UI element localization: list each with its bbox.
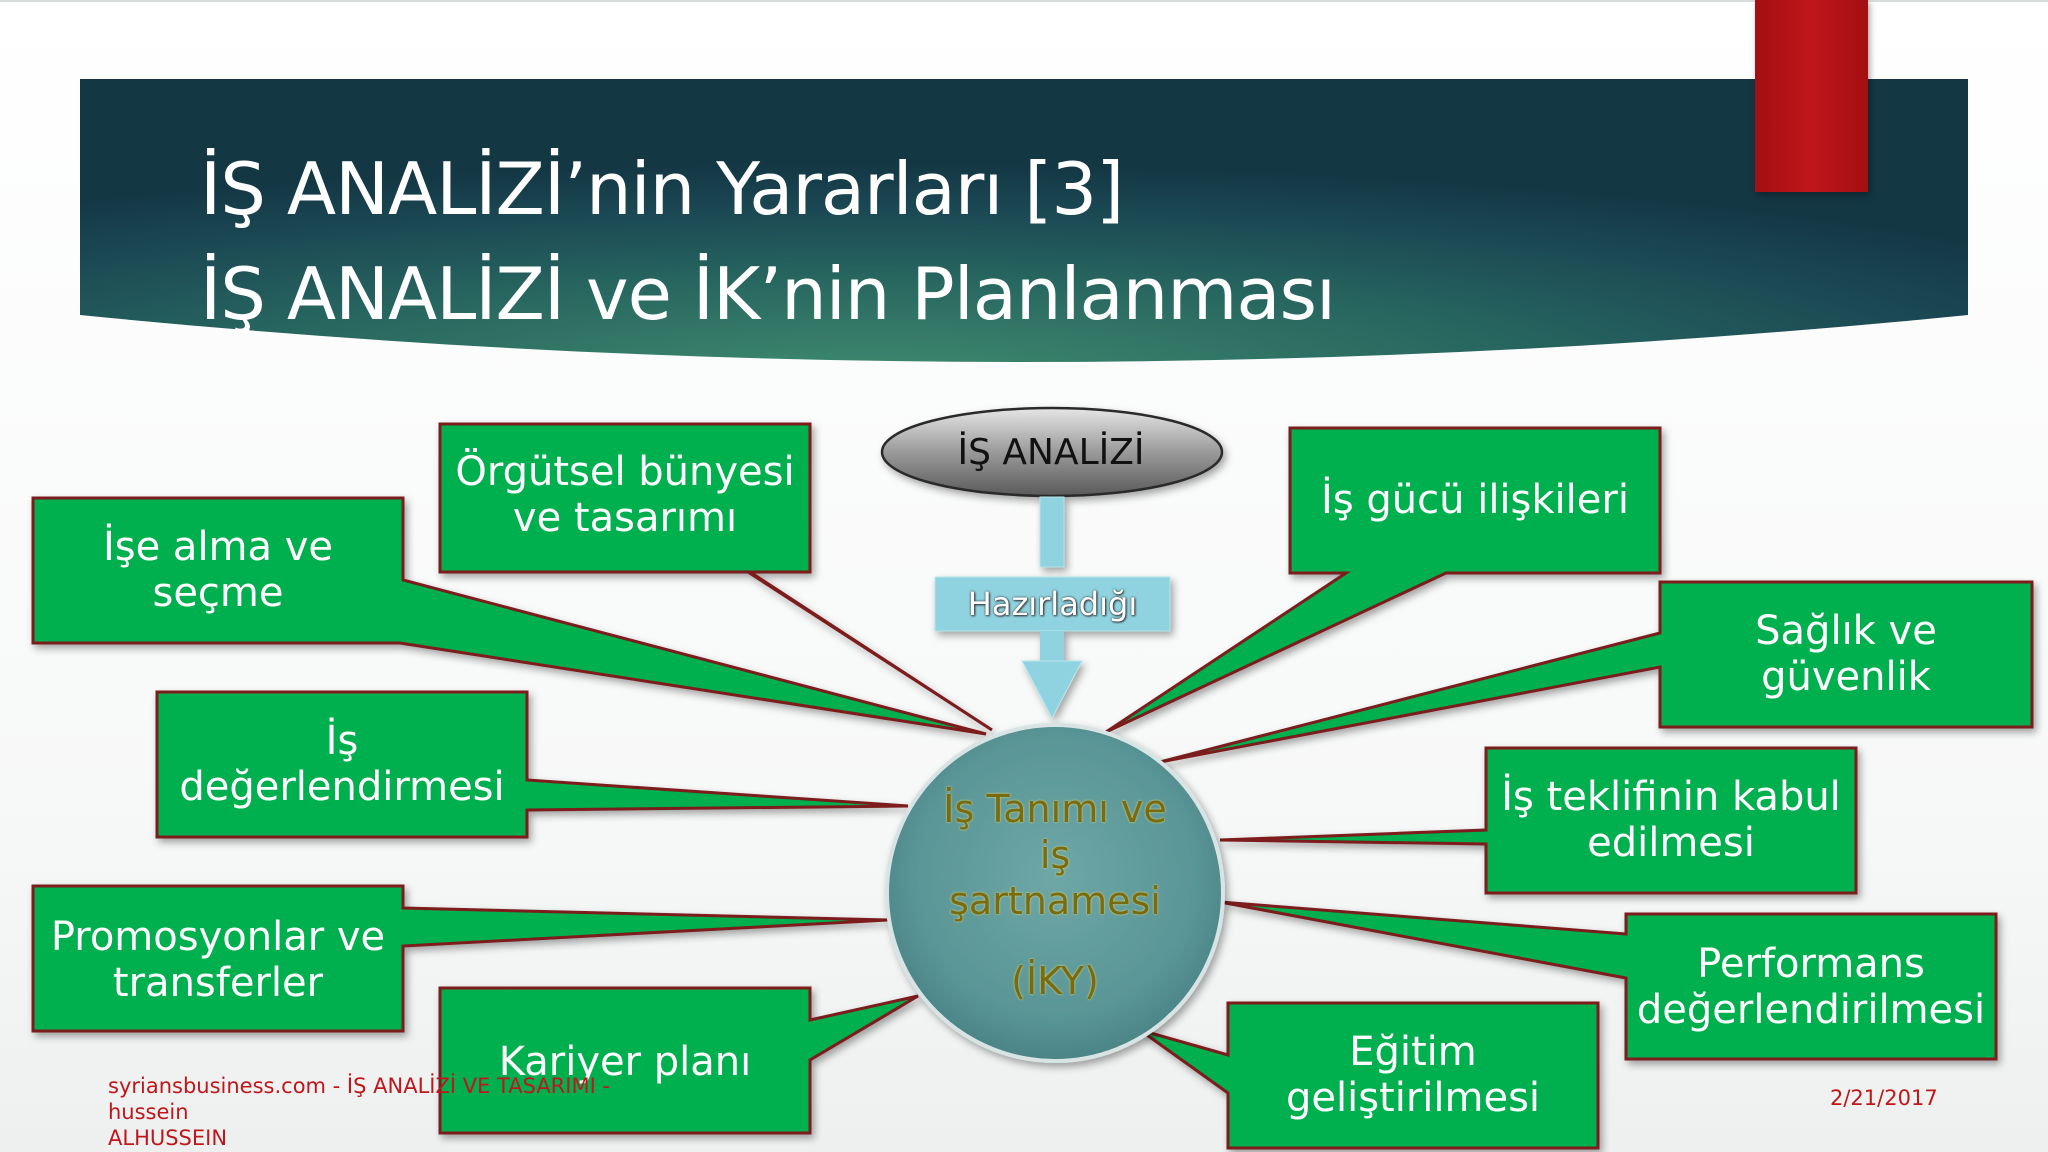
footer-date: 2/21/2017 [1830, 1086, 1938, 1110]
callout-performans [1219, 900, 1998, 1061]
callout-orgutsel [438, 422, 993, 732]
center-line-1: İş Tanımı ve [943, 787, 1167, 831]
title-banner [80, 79, 1968, 362]
title-line-2: İŞ ANALİZİ ve İK’nin Planlanması [200, 252, 1336, 337]
callout-is-gucu [1105, 426, 1662, 734]
box-is-degerlendirmesi-text: İş değerlendirmesi [179, 718, 505, 810]
box-is-teklifi-text: İş teklifinin kabul edilmesi [1501, 774, 1841, 866]
arrow-label: Hazırladığı [967, 585, 1138, 623]
box-orgutsel-text: Örgütsel bünyesi ve tasarımı [455, 449, 795, 541]
footer-source-line-1: syriansbusiness.com - İŞ ANALİZİ VE TASA… [108, 1074, 611, 1124]
center-line-2: iş [1039, 833, 1071, 877]
accent-bar [1755, 0, 1868, 192]
arrow-down [934, 496, 1171, 720]
callout-egitim [1139, 1001, 1600, 1150]
box-is-gucu-text: İş gücü ilişkileri [1321, 477, 1629, 523]
callout-kariyer [438, 986, 919, 1135]
top-divider [0, 0, 2048, 2]
callout-is-teklifi [1219, 746, 1858, 895]
callout-ise-alma [31, 496, 987, 736]
box-performans-text: Performans değerlendirilmesi [1636, 941, 1986, 1033]
callout-saglik [1159, 580, 2034, 764]
box-egitim-text: Eğitim geliştirilmesi [1285, 1029, 1541, 1121]
box-ise-alma-text: İşe alma ve seçme [102, 524, 334, 616]
source-oval [880, 406, 1224, 498]
box-promosyonlar-text: Promosyonlar ve transferler [50, 914, 386, 1006]
footer-source: syriansbusiness.com - İŞ ANALİZİ VE TASA… [108, 1073, 668, 1151]
source-oval-label: İŞ ANALİZİ [957, 431, 1145, 473]
footer-source-line-2: ALHUSSEIN [108, 1126, 228, 1150]
callout-is-degerlendirmesi [155, 690, 909, 839]
title-line-1: İŞ ANALİZİ’nin Yararları [3] [200, 147, 1124, 232]
box-kariyer-text: Kariyer planı [498, 1039, 752, 1085]
box-saglik-text: Sağlık ve güvenlik [1755, 608, 1937, 700]
center-line-4: (İKY) [1011, 959, 1099, 1003]
center-line-3: şartnamesi [949, 879, 1161, 923]
center-label: İş Tanımı ve iş şartnamesi (İKY) [900, 770, 1210, 1020]
center-circle [885, 723, 1225, 1063]
callout-promosyonlar [31, 884, 889, 1033]
